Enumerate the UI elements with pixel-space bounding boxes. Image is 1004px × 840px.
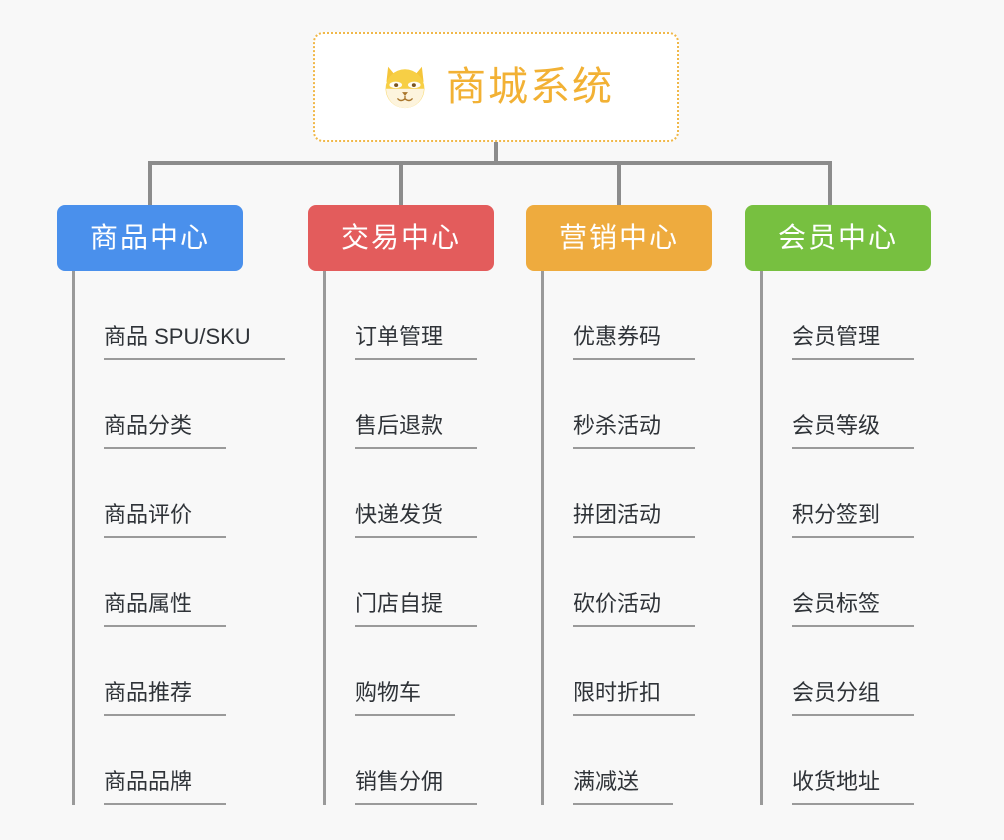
column-spine [72,271,75,805]
sub-item-label: 商品 SPU/SKU [104,326,285,360]
sub-item-label: 优惠券码 [573,326,696,360]
list-item[interactable]: 拼团活动 [541,449,771,538]
category-box-trade-center[interactable]: 交易中心 [308,205,494,271]
list-item[interactable]: 限时折扣 [541,627,771,716]
connector-root-stem [494,142,498,164]
sub-item-label: 商品品牌 [104,771,227,805]
sub-item-label: 商品分类 [104,415,227,449]
connector-drop-3 [617,161,621,205]
list-item[interactable]: 销售分佣 [323,716,553,805]
list-item[interactable]: 收货地址 [760,716,990,805]
sub-item-label: 售后退款 [355,415,478,449]
sub-item-label: 订单管理 [355,326,478,360]
sub-item-label: 积分签到 [792,504,915,538]
category-label: 营销中心 [558,222,679,253]
shiba-dog-face-icon [385,66,425,109]
sub-item-label: 限时折扣 [573,682,696,716]
sub-item-label: 会员等级 [792,415,915,449]
category-label: 商品中心 [89,222,210,253]
list-item[interactable]: 商品推荐 [72,627,302,716]
list-item[interactable]: 商品属性 [72,538,302,627]
sub-item-label: 门店自提 [355,593,478,627]
sub-item-label: 商品推荐 [104,682,227,716]
connector-drop-2 [399,161,403,205]
sub-item-label: 会员管理 [792,326,915,360]
list-item[interactable]: 会员标签 [760,538,990,627]
list-item[interactable]: 购物车 [323,627,553,716]
list-item[interactable]: 商品品牌 [72,716,302,805]
column-trade-center: 订单管理 售后退款 快递发货 门店自提 购物车 销售分佣 [323,271,553,805]
category-label: 交易中心 [340,222,461,253]
category-box-member-center[interactable]: 会员中心 [745,205,931,271]
sub-item-label: 会员标签 [792,593,915,627]
list-item[interactable]: 会员管理 [760,271,990,360]
category-box-product-center[interactable]: 商品中心 [57,205,243,271]
connector-horizontal-bus [148,161,832,165]
list-item[interactable]: 积分签到 [760,449,990,538]
list-item[interactable]: 会员等级 [760,360,990,449]
list-item[interactable]: 满减送 [541,716,771,805]
list-item[interactable]: 秒杀活动 [541,360,771,449]
sub-item-label: 会员分组 [792,682,915,716]
list-item[interactable]: 售后退款 [323,360,553,449]
root-node[interactable]: 商城系统 [313,32,679,142]
root-title: 商城系统 [446,65,614,109]
sub-item-label: 购物车 [355,682,456,716]
connector-drop-1 [148,161,152,205]
column-marketing-center: 优惠券码 秒杀活动 拼团活动 砍价活动 限时折扣 满减送 [541,271,771,805]
category-label: 会员中心 [777,222,898,253]
sub-item-label: 商品评价 [104,504,227,538]
sub-item-label: 收货地址 [792,771,915,805]
list-item[interactable]: 门店自提 [323,538,553,627]
column-spine [760,271,763,805]
sub-item-label: 拼团活动 [573,504,696,538]
sub-item-label: 满减送 [573,771,674,805]
sub-item-label: 快递发货 [355,504,478,538]
list-item[interactable]: 快递发货 [323,449,553,538]
sub-item-label: 商品属性 [104,593,227,627]
list-item[interactable]: 商品分类 [72,360,302,449]
list-item[interactable]: 会员分组 [760,627,990,716]
column-member-center: 会员管理 会员等级 积分签到 会员标签 会员分组 收货地址 [760,271,990,805]
list-item[interactable]: 优惠券码 [541,271,771,360]
connector-drop-4 [828,161,832,205]
list-item[interactable]: 商品评价 [72,449,302,538]
sub-item-label: 销售分佣 [355,771,478,805]
list-item[interactable]: 商品 SPU/SKU [72,271,302,360]
sub-item-label: 秒杀活动 [573,415,696,449]
list-item[interactable]: 订单管理 [323,271,553,360]
sub-item-label: 砍价活动 [573,593,696,627]
column-product-center: 商品 SPU/SKU 商品分类 商品评价 商品属性 商品推荐 商品品牌 [72,271,302,805]
category-box-marketing-center[interactable]: 营销中心 [526,205,712,271]
column-spine [323,271,326,805]
list-item[interactable]: 砍价活动 [541,538,771,627]
column-spine [541,271,544,805]
